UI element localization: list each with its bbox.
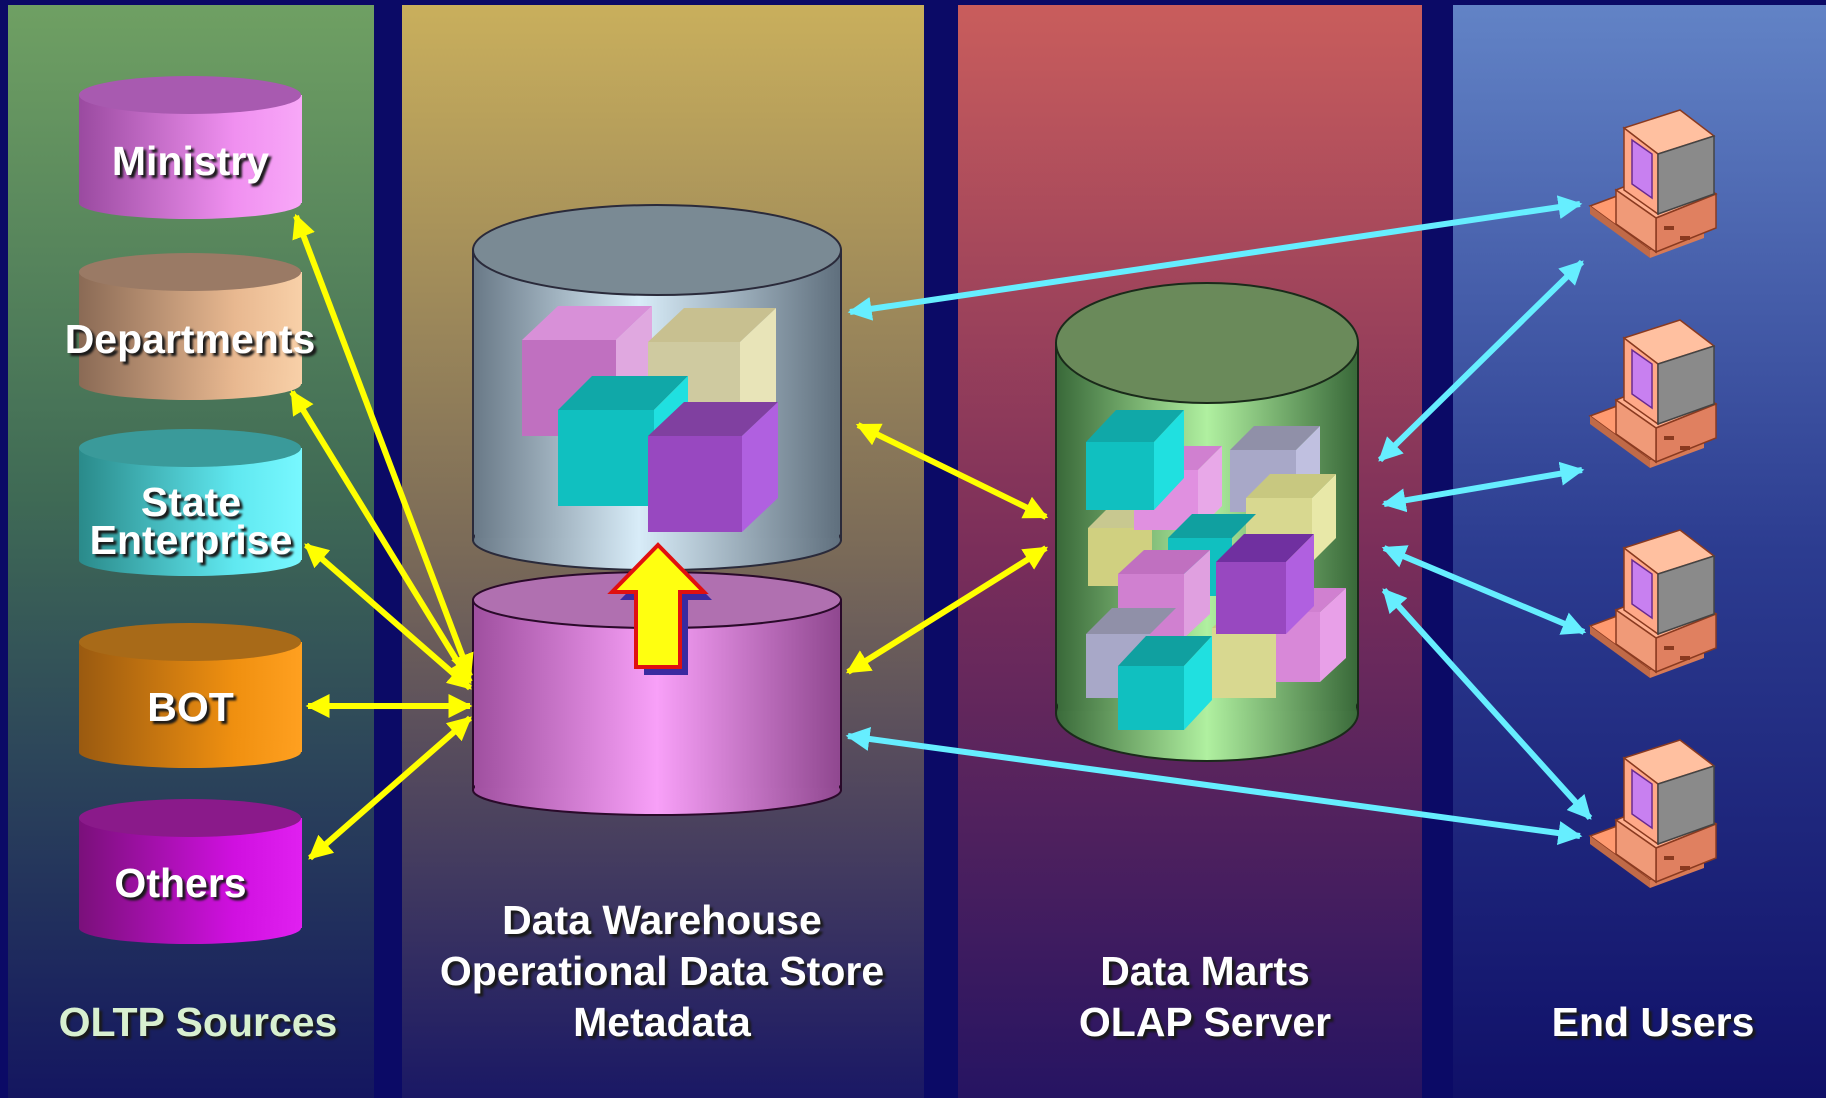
warehouse-user1-arrow: [847, 195, 1583, 321]
column-title-warehouse: Data Warehouse Operational Data Store Me…: [439, 897, 885, 1045]
marts-cubes-icon: [1086, 410, 1346, 730]
warehouse-database-icon: [472, 204, 842, 571]
warehouse-marts-arrow: [855, 422, 1049, 520]
source-label-ministry: Ministry: [111, 138, 270, 184]
others-ods-arrow: [308, 715, 472, 861]
column-title-marts: Data Marts OLAP Server: [1078, 948, 1332, 1045]
marts-user1-arrow: [1377, 259, 1585, 463]
column-title-users: End Users: [1551, 999, 1755, 1045]
column-title-oltp: OLTP Sources: [58, 999, 338, 1045]
source-label-departments: Departments: [64, 316, 316, 362]
warehouse-cubes-icon: [522, 306, 778, 532]
state-enterprise-database-icon: [79, 429, 302, 576]
marts-database-icon: [1055, 282, 1359, 762]
ods-user4-arrow: [845, 727, 1583, 845]
up-arrow-icon: [607, 542, 712, 675]
bot-database-icon: [79, 623, 302, 768]
ministry-database-icon: [79, 76, 302, 219]
marts-user2-arrow: [1381, 461, 1585, 513]
source-label-bot: BOT: [147, 684, 234, 730]
ods-marts-arrow: [845, 545, 1049, 675]
source-label-others: Others: [114, 860, 247, 906]
others-database-icon: [79, 799, 302, 944]
state-enterprise-ods-arrow: [304, 542, 472, 691]
departments-database-icon: [79, 253, 302, 400]
